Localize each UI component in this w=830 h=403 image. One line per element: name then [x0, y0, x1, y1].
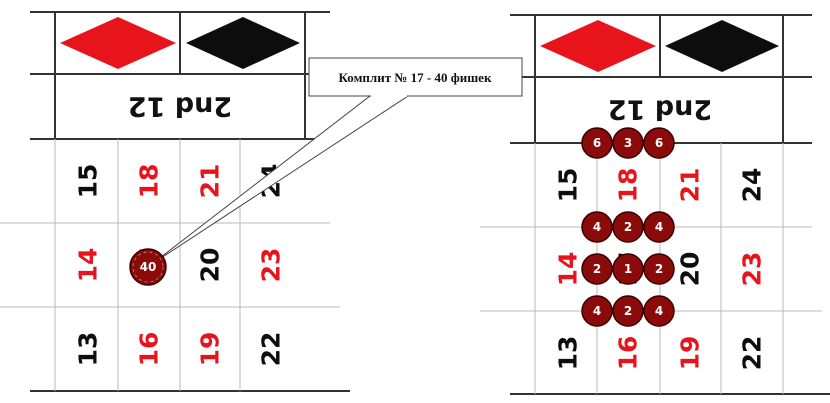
number-20: 20	[676, 252, 705, 287]
chip-disc	[581, 295, 613, 327]
chip-disc	[643, 295, 675, 327]
number-16: 16	[135, 332, 164, 367]
chip-value: 4	[593, 304, 601, 318]
chip-value: 4	[593, 220, 601, 234]
chip-40: 40	[129, 248, 167, 286]
chip-value: 4	[655, 220, 663, 234]
number-23: 23	[257, 248, 286, 283]
number-13: 13	[74, 332, 103, 367]
chip-disc	[643, 253, 675, 285]
number-20: 20	[196, 248, 225, 283]
chip: 3	[612, 127, 644, 159]
left-numbers: 151413181716212019242322	[74, 164, 286, 367]
chip-value: 2	[624, 304, 632, 318]
callout-text: Комплит № 17 - 40 фишек	[339, 70, 492, 85]
number-19: 19	[676, 336, 705, 371]
chip-disc	[643, 211, 675, 243]
number-24: 24	[738, 168, 767, 203]
red-diamond	[60, 17, 176, 69]
number-22: 22	[738, 336, 767, 371]
chip: 6	[581, 127, 613, 159]
chip-disc	[643, 127, 675, 159]
number-19: 19	[196, 332, 225, 367]
chip: 1	[612, 253, 644, 285]
black-diamond	[186, 17, 300, 69]
chip-disc	[581, 127, 613, 159]
chip-disc	[612, 211, 644, 243]
number-13: 13	[554, 336, 583, 371]
chip-value: 3	[624, 136, 632, 150]
callout-box	[308, 57, 523, 97]
number-18: 18	[614, 168, 643, 203]
dozen-label-right: 2nd 12	[608, 94, 712, 125]
chip-disc	[612, 127, 644, 159]
chip-disc	[581, 211, 613, 243]
number-15: 15	[74, 164, 103, 199]
chip: 6	[643, 127, 675, 159]
chip-value: 2	[655, 262, 663, 276]
dozen-label-left: 2nd 12	[128, 91, 232, 122]
chip: 4	[581, 295, 613, 327]
chip: 4	[643, 211, 675, 243]
red-diamond	[540, 20, 656, 72]
chip-disc	[612, 295, 644, 327]
right-chips: 6 3 6 4 2 4 2 1 2 4 2 4	[581, 127, 675, 327]
chip: 2	[581, 253, 613, 285]
black-diamond	[665, 20, 779, 72]
chip-disc	[612, 253, 644, 285]
chip-value: 6	[593, 136, 601, 150]
number-21: 21	[676, 168, 705, 203]
number-22: 22	[257, 332, 286, 367]
chip-value: 6	[655, 136, 663, 150]
number-16: 16	[614, 336, 643, 371]
chip-value: 1	[624, 262, 632, 276]
right-table	[480, 14, 830, 395]
chip-disc	[581, 253, 613, 285]
chip-value: 2	[593, 262, 601, 276]
chip-value: 2	[624, 220, 632, 234]
left-table	[0, 11, 350, 392]
chip: 4	[643, 295, 675, 327]
chip: 2	[643, 253, 675, 285]
number-14: 14	[554, 252, 583, 287]
number-21: 21	[196, 164, 225, 199]
chip-40-value: 40	[140, 260, 157, 274]
chip: 4	[581, 211, 613, 243]
chip: 2	[612, 211, 644, 243]
number-14: 14	[74, 248, 103, 283]
chip: 2	[612, 295, 644, 327]
number-23: 23	[738, 252, 767, 287]
number-18: 18	[135, 164, 164, 199]
number-15: 15	[554, 168, 583, 203]
chip-value: 4	[655, 304, 663, 318]
